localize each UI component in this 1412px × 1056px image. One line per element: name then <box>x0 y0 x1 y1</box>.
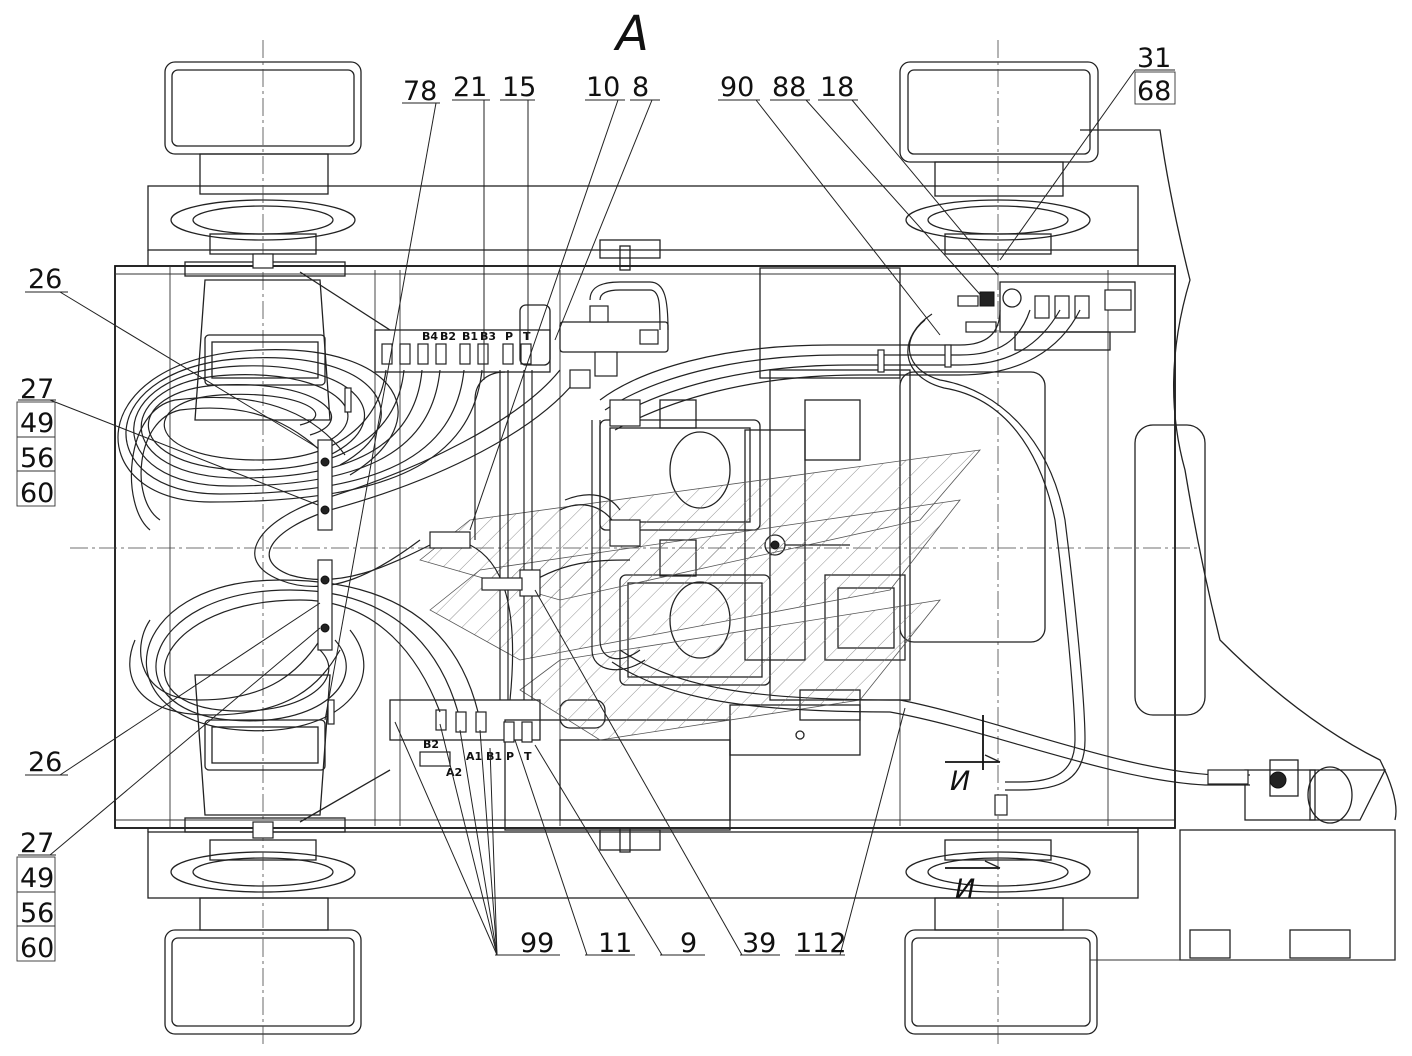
hose-bundle-upper <box>117 349 483 531</box>
section-mark-top: И <box>950 766 970 797</box>
callout-label: 11 <box>598 928 632 959</box>
callout-label: 26 <box>28 747 62 778</box>
callout-label: 27 <box>20 374 54 405</box>
control-valve-lower <box>389 699 541 767</box>
callout-label: 26 <box>28 264 62 295</box>
callout-label: 49 <box>20 863 54 894</box>
callout-label: 60 <box>20 478 54 509</box>
callout-label: 88 <box>772 72 806 103</box>
port-label: A2 <box>446 766 462 779</box>
port-label: T <box>523 330 531 343</box>
hose-clamps <box>317 344 1287 816</box>
port-label: P <box>505 330 513 343</box>
callout-label: 68 <box>1137 76 1171 107</box>
callouts-left-lower: 26 27 49 56 60 <box>16 602 321 964</box>
callout-label: 18 <box>820 72 854 103</box>
port-label: B2 <box>440 330 456 343</box>
section-marks <box>945 715 1001 869</box>
wheel-bottom-right <box>904 839 1098 1035</box>
callout-label: 9 <box>680 928 697 959</box>
port-label: P <box>506 750 514 763</box>
callout-label: 49 <box>20 408 54 439</box>
port-label: A1 <box>466 750 482 763</box>
port-label: B1 <box>462 330 478 343</box>
callout-label: 56 <box>20 443 54 474</box>
right-structure <box>1080 129 1397 961</box>
callouts-top: 78 21 15 10 8 90 88 18 31 68 <box>324 43 1176 721</box>
callout-label: 112 <box>795 928 847 959</box>
port-label: B1 <box>486 750 502 763</box>
section-mark-bottom: И <box>955 874 975 905</box>
port-label: B4 <box>422 330 438 343</box>
port-label: T <box>524 750 532 763</box>
control-valve-upper <box>374 304 551 373</box>
callout-label: 90 <box>720 72 754 103</box>
callout-label: 60 <box>20 933 54 964</box>
callout-label: 99 <box>520 928 554 959</box>
top-manifold <box>559 305 669 377</box>
hose-bundle-lower <box>129 579 479 732</box>
view-title: А <box>613 6 649 62</box>
port-label: B3 <box>480 330 496 343</box>
callouts-left-upper: 26 27 49 56 60 <box>16 264 319 509</box>
callout-label: 31 <box>1137 43 1171 74</box>
ports-upper: B4 B2 B1 B3 P T <box>422 330 531 343</box>
callout-label: 8 <box>632 72 649 103</box>
wheel-top-right <box>899 61 1099 255</box>
callout-label: 10 <box>586 72 620 103</box>
left-axle-housing <box>184 253 391 839</box>
callout-label: 39 <box>742 928 776 959</box>
hatched-section <box>419 449 981 741</box>
callouts-bottom: 99 11 9 39 112 <box>394 589 906 959</box>
callout-label: 56 <box>20 898 54 929</box>
callout-label: 15 <box>502 72 536 103</box>
callout-label: 78 <box>403 76 437 107</box>
port-label: B2 <box>423 738 439 751</box>
callout-label: 21 <box>453 72 487 103</box>
callout-label: 27 <box>20 828 54 859</box>
hose-long-runs <box>499 281 1250 791</box>
